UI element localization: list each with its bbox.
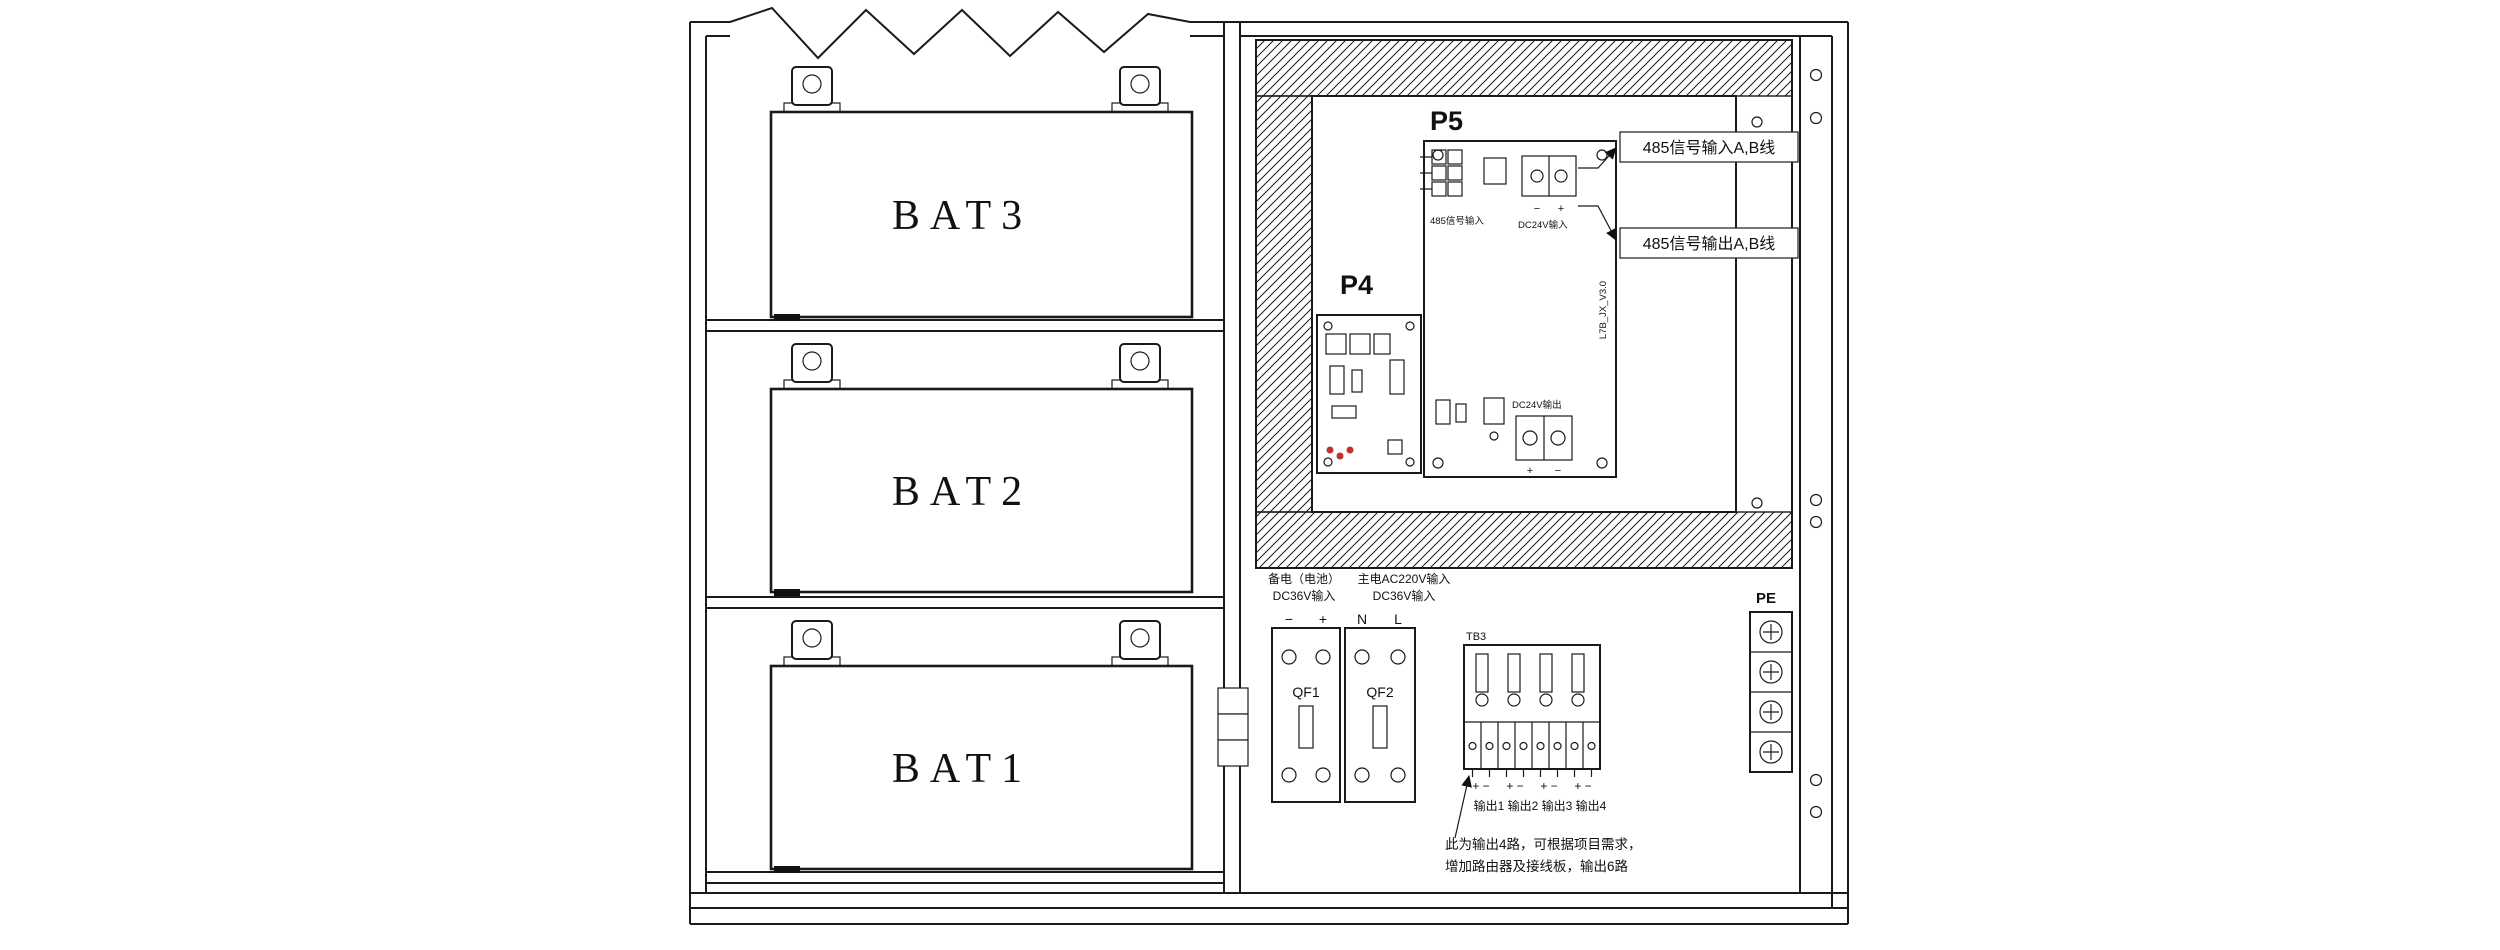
line-mark: L bbox=[1394, 611, 1402, 627]
battery-bay: BAT3 BAT2 BAT1 bbox=[706, 66, 1224, 884]
backup-power-label: 备电（电池） bbox=[1268, 572, 1340, 586]
divider-bracket bbox=[1217, 687, 1249, 767]
p5-485-label: 485信号输入 bbox=[1430, 215, 1484, 227]
main-power-voltage: DC36V输入 bbox=[1373, 588, 1436, 603]
hatch-band-left bbox=[1255, 95, 1313, 513]
power-input: 备电（电池） DC36V输入 主电AC220V输入 DC36V输入 − + N … bbox=[1268, 571, 1451, 803]
output-label-3: 输出3 bbox=[1542, 798, 1573, 813]
p5-board-code: L7B_JX_V3.0 bbox=[1598, 281, 1609, 339]
output-label-1: 输出1 bbox=[1474, 798, 1505, 813]
pe-terminal: PE bbox=[1749, 590, 1793, 773]
callout-signal-in-label: 485信号输入A,B线 bbox=[1643, 139, 1776, 157]
mounting-strip bbox=[1809, 68, 1823, 819]
p4-components bbox=[1325, 333, 1405, 460]
p4-led bbox=[1326, 446, 1334, 454]
breaker-toggle bbox=[1372, 705, 1388, 749]
p5-connector-dc-out: DC24V输出 + − bbox=[1512, 399, 1573, 477]
breaker-qf1: QF1 bbox=[1271, 627, 1341, 803]
hatch-band-bottom bbox=[1255, 511, 1793, 569]
backplane-panel bbox=[1255, 39, 1793, 569]
note-arrow bbox=[1454, 774, 1472, 839]
neutral-mark: N bbox=[1357, 611, 1367, 627]
p5-title: P5 bbox=[1430, 106, 1463, 136]
pe-screws bbox=[1759, 620, 1783, 764]
polarity-minus: − bbox=[1555, 465, 1561, 477]
battery-label: BAT2 bbox=[892, 469, 1032, 515]
battery-bat1: BAT1 bbox=[769, 620, 1194, 873]
breaker-label: QF1 bbox=[1292, 684, 1319, 700]
p5-board: P5 485信号输入 − + DC24V输入 bbox=[1420, 106, 1617, 478]
output-polarity: + − bbox=[1472, 779, 1489, 793]
polarity-minus: − bbox=[1285, 611, 1293, 627]
breaker-qf2: QF2 bbox=[1344, 627, 1416, 803]
hatch-band-top bbox=[1255, 39, 1793, 97]
p4-led bbox=[1336, 452, 1344, 460]
p4-title: P4 bbox=[1340, 270, 1373, 300]
p5-connector-dc-in: − + DC24V输入 bbox=[1518, 155, 1577, 231]
battery-terminal bbox=[1130, 628, 1150, 648]
fuse-units bbox=[1475, 653, 1585, 707]
battery-label: BAT3 bbox=[892, 193, 1032, 239]
battery-terminal bbox=[1130, 74, 1150, 94]
break-line-zigzag bbox=[729, 6, 1191, 60]
breaker-toggle bbox=[1298, 705, 1314, 749]
battery-bat2: BAT2 bbox=[769, 343, 1194, 596]
backup-power-voltage: DC36V输入 bbox=[1273, 588, 1336, 603]
p5-component bbox=[1483, 157, 1507, 185]
output-terminal-block: TB3 + − + − + − + − 输出1 输出2 输出3 输出4 bbox=[1463, 631, 1607, 813]
signal-callouts: 485信号输入A,B线 485信号输出A,B线 bbox=[1578, 131, 1799, 259]
p4-board: P4 bbox=[1316, 270, 1422, 474]
polarity-plus: + bbox=[1527, 465, 1533, 477]
callout-line-in bbox=[1578, 147, 1617, 169]
output-polarity: + − bbox=[1540, 779, 1557, 793]
output-polarity: + − bbox=[1574, 779, 1591, 793]
callout-signal-out-label: 485信号输出A,B线 bbox=[1643, 235, 1776, 253]
battery-bat3: BAT3 bbox=[769, 66, 1194, 321]
output-label-2: 输出2 bbox=[1508, 798, 1539, 813]
p5-small-components bbox=[1435, 397, 1505, 441]
battery-terminal bbox=[802, 351, 822, 371]
polarity-plus: + bbox=[1558, 203, 1564, 215]
backplane-screw bbox=[1751, 116, 1763, 128]
callout-box-signal-out bbox=[1619, 227, 1799, 259]
callout-line-out bbox=[1578, 205, 1617, 242]
main-power-label: 主电AC220V输入 bbox=[1358, 571, 1451, 586]
breaker-label: QF2 bbox=[1366, 684, 1393, 700]
p5-dcout-label: DC24V输出 bbox=[1512, 399, 1562, 411]
p4-led bbox=[1346, 446, 1354, 454]
callout-box-signal-in bbox=[1619, 131, 1799, 163]
polarity-plus: + bbox=[1319, 611, 1327, 627]
battery-terminal bbox=[802, 628, 822, 648]
note: 此为输出4路，可根据项目需求， 增加路由器及接线板，输出6路 bbox=[1445, 774, 1642, 874]
output-label-4: 输出4 bbox=[1576, 798, 1607, 813]
terminal-block-label: TB3 bbox=[1466, 631, 1486, 643]
backplane-screw bbox=[1751, 497, 1763, 509]
p5-connector-485: 485信号输入 bbox=[1420, 149, 1484, 227]
battery-terminal bbox=[1130, 351, 1150, 371]
note-line-1: 此为输出4路，可根据项目需求， bbox=[1445, 837, 1642, 852]
output-polarity: + − bbox=[1506, 779, 1523, 793]
p5-dcin-label: DC24V输入 bbox=[1518, 219, 1568, 231]
note-line-2: 增加路由器及接线板，输出6路 bbox=[1445, 858, 1629, 874]
polarity-minus: − bbox=[1534, 203, 1540, 215]
battery-label: BAT1 bbox=[892, 746, 1032, 792]
battery-terminal bbox=[802, 74, 822, 94]
pe-label: PE bbox=[1756, 590, 1776, 607]
terminal-dots bbox=[1468, 741, 1596, 751]
